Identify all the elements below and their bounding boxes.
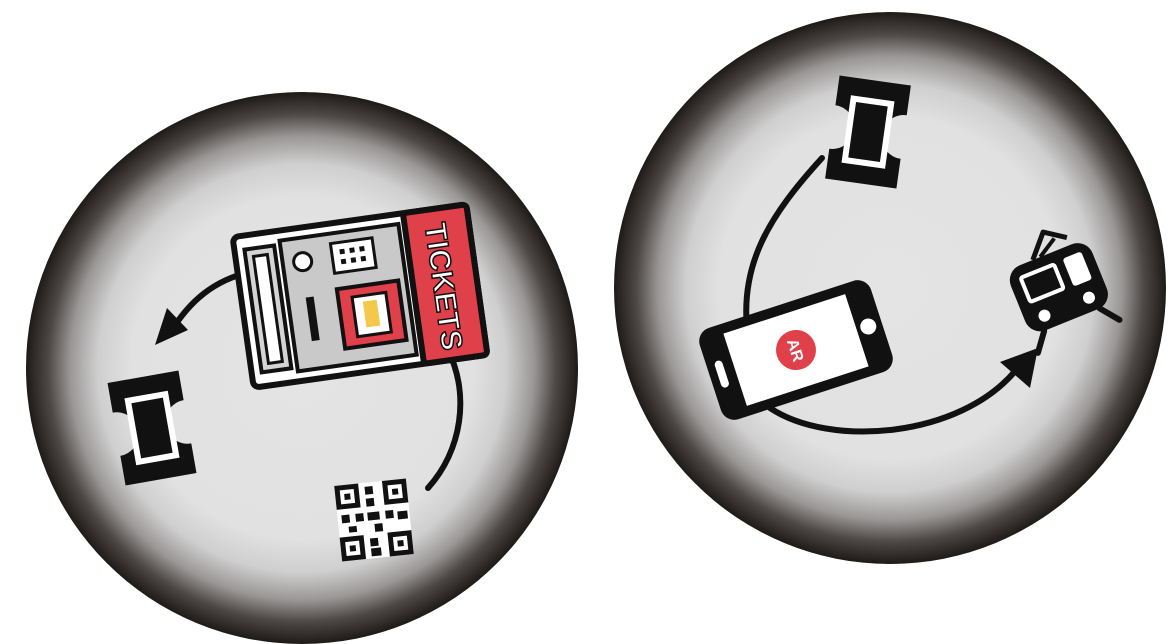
ticket-machine-icon: TICKETS <box>233 204 488 387</box>
qr-code-icon <box>334 478 414 561</box>
ticket-machine-scene: TICKETS <box>26 92 578 644</box>
mobile-ticket-scene: AR <box>614 12 1166 564</box>
